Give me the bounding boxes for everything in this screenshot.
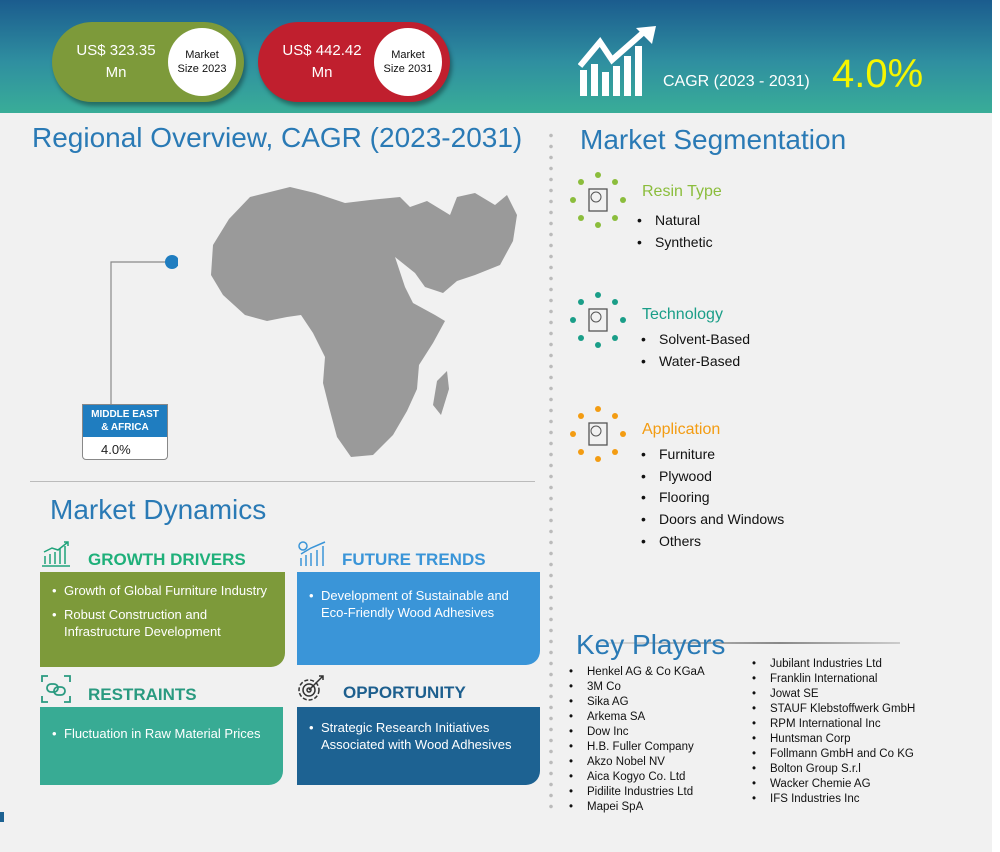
region-name-line2: & AFRICA xyxy=(101,422,149,433)
segment-item: Flooring xyxy=(641,489,784,511)
segment-item: Others xyxy=(641,533,784,555)
future-trends-box: Development of Sustainable and Eco-Frien… xyxy=(297,572,540,665)
key-player: Franklin International xyxy=(752,672,915,687)
key-players-column-2: Jubilant Industries Ltd Franklin Interna… xyxy=(752,657,915,807)
corner-marker xyxy=(0,812,4,822)
key-player: IFS Industries Inc xyxy=(752,792,915,807)
opportunity-box: Strategic Research Initiatives Associate… xyxy=(297,707,540,785)
segment-item: Synthetic xyxy=(637,234,713,256)
region-marker-dot xyxy=(165,255,178,269)
future-trends-icon xyxy=(298,541,326,566)
market-2023-year: Size 2023 xyxy=(177,63,227,75)
right-margin xyxy=(992,0,1000,852)
opportunity-title: OPPORTUNITY xyxy=(343,683,466,702)
key-player: RPM International Inc xyxy=(752,717,915,732)
region-name-line1: MIDDLE EAST xyxy=(91,409,159,420)
key-player: Jubilant Industries Ltd xyxy=(752,657,915,672)
key-player: STAUF Klebstoffwerk GmbH xyxy=(752,702,915,717)
key-player: Bolton Group S.r.l xyxy=(752,762,915,777)
market-dynamics-title: Market Dynamics xyxy=(50,494,267,525)
key-player: Huntsman Corp xyxy=(752,732,915,747)
key-players-column-1: Henkel AG & Co KGaA 3M Co Sika AG Arkema… xyxy=(569,665,705,815)
market-2031-value: US$ 442.42 xyxy=(282,42,362,59)
segment-item: Water-Based xyxy=(641,353,750,375)
market-2031-year: Size 2031 xyxy=(383,63,433,75)
regional-overview-title: Regional Overview, CAGR (2023-2031) xyxy=(32,122,523,153)
key-player: Follmann GmbH and Co KG xyxy=(752,747,915,762)
segment-application-title: Application xyxy=(642,421,721,438)
application-list: Furniture Plywood Flooring Doors and Win… xyxy=(641,446,784,554)
market-2023-value: US$ 323.35 xyxy=(76,42,156,59)
resin-type-list: Natural Synthetic xyxy=(637,212,713,255)
restraints-chain-icon xyxy=(41,675,71,703)
key-player: Dow Inc xyxy=(569,725,705,740)
segment-technology-title: Technology xyxy=(642,306,723,323)
key-player: Akzo Nobel NV xyxy=(569,755,705,770)
key-player: H.B. Fuller Company xyxy=(569,740,705,755)
segment-resin-type-title: Resin Type xyxy=(642,183,722,200)
restraint-item: Fluctuation in Raw Material Prices xyxy=(52,725,271,742)
key-player: Wacker Chemie AG xyxy=(752,777,915,792)
segment-item: Solvent-Based xyxy=(641,331,750,353)
opportunity-gear-target-icon xyxy=(298,675,324,701)
growth-drivers-title: GROWTH DRIVERS xyxy=(88,550,246,569)
cagr-label: CAGR (2023 - 2031) xyxy=(663,73,810,90)
section-divider xyxy=(30,481,535,482)
application-icon xyxy=(570,406,626,462)
key-players-title: Key Players xyxy=(576,629,726,660)
growth-driver-item: Growth of Global Furniture Industry xyxy=(52,582,273,599)
future-trends-title: FUTURE TRENDS xyxy=(342,550,486,569)
key-player: 3M Co xyxy=(569,680,705,695)
region-cagr: 4.0% xyxy=(101,442,131,457)
market-2031-label: Market xyxy=(391,49,425,61)
region-pointer-line xyxy=(110,255,178,405)
market-2023-label: Market xyxy=(185,49,219,61)
key-player: Pidilite Industries Ltd xyxy=(569,785,705,800)
segment-item: Natural xyxy=(637,212,713,234)
segment-item: Furniture xyxy=(641,446,784,468)
technology-icon xyxy=(570,292,626,348)
opportunity-item: Strategic Research Initiatives Associate… xyxy=(309,719,528,753)
dotted-divider xyxy=(549,130,553,810)
segment-item: Doors and Windows xyxy=(641,511,784,533)
key-player: Mapei SpA xyxy=(569,800,705,815)
middle-east-africa-map xyxy=(211,187,517,457)
growth-drivers-box: Growth of Global Furniture Industry Robu… xyxy=(40,572,285,667)
technology-list: Solvent-Based Water-Based xyxy=(641,331,750,374)
resin-type-icon xyxy=(570,172,626,228)
future-trend-item: Development of Sustainable and Eco-Frien… xyxy=(309,587,528,621)
key-player: Sika AG xyxy=(569,695,705,710)
growth-chart-icon xyxy=(578,26,656,96)
growth-drivers-icon xyxy=(42,541,70,567)
market-2031-unit: Mn xyxy=(311,64,333,81)
cagr-value: 4.0% xyxy=(832,52,924,96)
growth-driver-item: Robust Construction and Infrastructure D… xyxy=(52,606,273,640)
key-player: Henkel AG & Co KGaA xyxy=(569,665,705,680)
key-player: Arkema SA xyxy=(569,710,705,725)
segment-item: Plywood xyxy=(641,468,784,490)
region-callout: MIDDLE EAST & AFRICA 4.0% xyxy=(82,404,168,460)
key-player: Aica Kogyo Co. Ltd xyxy=(569,770,705,785)
restraints-title: RESTRAINTS xyxy=(88,685,197,704)
market-2023-unit: Mn xyxy=(105,64,127,81)
key-player: Jowat SE xyxy=(752,687,915,702)
market-segmentation-title: Market Segmentation xyxy=(580,124,847,155)
key-players-rule xyxy=(600,642,900,644)
restraints-box: Fluctuation in Raw Material Prices xyxy=(40,707,283,785)
